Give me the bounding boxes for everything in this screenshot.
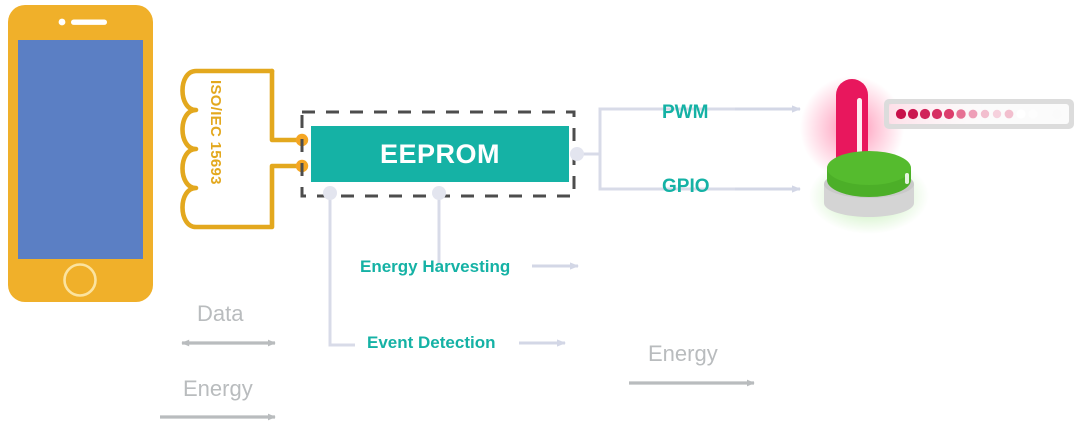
flow-arrows — [160, 339, 755, 421]
chip-pin-heads — [323, 147, 584, 200]
feature-label-energy-harvesting: Energy Harvesting — [360, 257, 511, 276]
flow-label-data: Data — [197, 301, 244, 326]
flow-label-energy-right: Energy — [648, 341, 718, 366]
smartphone-graphic — [8, 5, 153, 302]
feature-label-event-detection: Event Detection — [367, 333, 496, 352]
antenna-standard-label: ISO/IEC 15693 — [207, 80, 224, 185]
eeprom-block — [311, 126, 569, 182]
output-label-pwm: PWM — [662, 102, 709, 123]
chip-pins — [328, 107, 735, 347]
output-label-gpio: GPIO — [662, 176, 710, 197]
led-strip-graphic — [884, 99, 1074, 129]
antenna-coil-graphic — [180, 68, 303, 230]
push-button-graphic — [809, 151, 929, 234]
flow-label-energy-left: Energy — [183, 376, 253, 401]
output-arrows — [519, 105, 801, 347]
eeprom-label: EEPROM — [379, 138, 501, 169]
